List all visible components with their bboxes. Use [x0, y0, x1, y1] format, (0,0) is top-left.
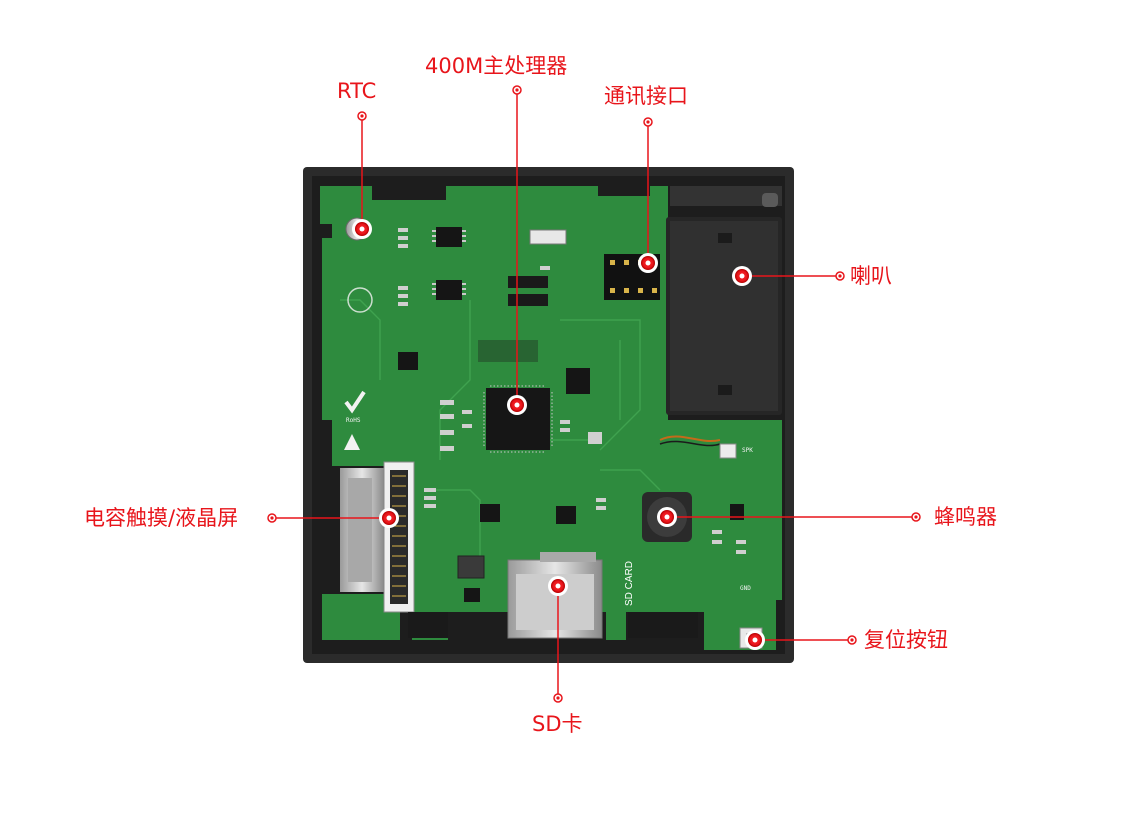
diode-d7 [508, 276, 548, 288]
label-sd-card: SD卡 [532, 712, 583, 736]
svg-text:RoHS: RoHS [346, 417, 361, 424]
chip-u4-area [478, 340, 538, 362]
fpc-pins [392, 475, 406, 597]
diode-d8 [508, 294, 548, 306]
marker-comm [638, 253, 658, 273]
label-touch-lcd: 电容触摸/液晶屏 [84, 506, 239, 530]
speaker-top [670, 221, 778, 411]
chip-u3 [566, 368, 590, 394]
callout-target-markers [352, 219, 765, 650]
label-rtc: RTC [337, 79, 377, 103]
label-comm-port: 通讯接口 [604, 84, 688, 108]
label-reset-button: 复位按钮 [864, 628, 948, 652]
rohs-mark: RoHS [344, 390, 366, 424]
callout-end-dots [267, 85, 921, 703]
chip-u12 [464, 588, 480, 602]
marker-touch [379, 508, 399, 528]
gnd-silkscreen: GND [740, 585, 751, 592]
marker-rtc [352, 219, 372, 239]
bottom-connector-right [628, 612, 698, 638]
speaker-wire [659, 435, 721, 442]
chip-u5 [436, 227, 462, 247]
chip-u9 [480, 504, 500, 522]
marker-processor [507, 395, 527, 415]
marker-reset [745, 630, 765, 650]
marker-sd [548, 576, 568, 596]
sd-card-silkscreen: SD CARD [624, 561, 635, 606]
resistor-arrays [398, 228, 746, 554]
marker-buzzer [657, 507, 677, 527]
chip-u7 [556, 506, 576, 524]
processor-pins [483, 385, 553, 453]
chip-u2 [436, 280, 462, 300]
esd-triangle [344, 434, 360, 450]
marker-speaker [732, 266, 752, 286]
chip-u10 [398, 352, 418, 370]
spk-silkscreen: SPK [742, 447, 753, 454]
speaker-clip-top [718, 233, 732, 243]
bottom-connector-left [408, 612, 448, 638]
ce-mark [347, 287, 373, 313]
chip-u2-pins [432, 230, 466, 295]
enclosure-hole [762, 193, 778, 207]
inductor-l5 [457, 555, 485, 579]
label-processor: 400M主处理器 [425, 54, 568, 78]
label-speaker: 喇叭 [850, 264, 892, 288]
jst-j8 [719, 443, 737, 459]
crystal-y1 [588, 432, 602, 444]
callout-lines [272, 90, 916, 698]
chip-u6 [730, 504, 744, 520]
enclosure-right-post [670, 186, 782, 206]
connector-j3 [529, 229, 567, 245]
label-buzzer: 蜂鸣器 [934, 505, 997, 529]
speaker-clip-bottom [718, 385, 732, 395]
